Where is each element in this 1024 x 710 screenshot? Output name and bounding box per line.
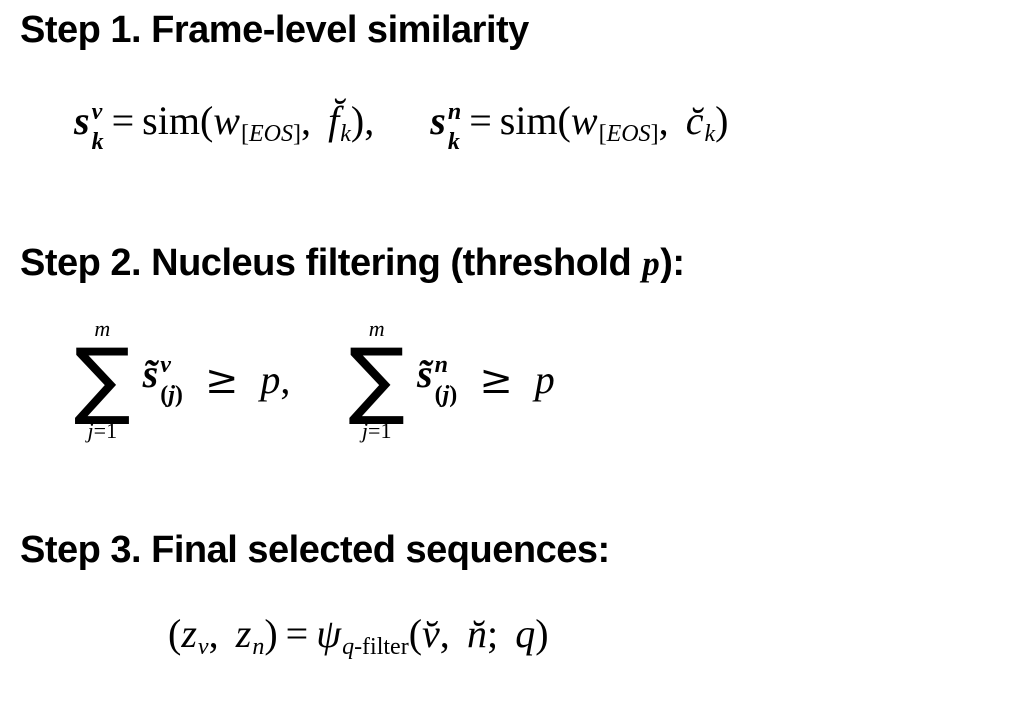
open-paren: ( [434, 381, 443, 408]
summation-1: m ∑ j=1 [74, 316, 131, 444]
q-variable: q [342, 634, 355, 661]
comma-separator: , [364, 97, 375, 143]
sim-operator: sim [499, 97, 558, 143]
comma: , [300, 97, 311, 143]
q-variable: q [515, 611, 536, 657]
sum-upper-limit: m [368, 315, 385, 341]
superscript-n: n [434, 351, 448, 378]
v-breve-variable: v̆ [422, 611, 440, 657]
w-variable: w [570, 97, 598, 143]
geq-sign: ≥ [204, 356, 239, 403]
index-variable: j [361, 418, 369, 444]
close-paren: ) [350, 97, 365, 143]
sigma-operator: ∑ [348, 329, 405, 428]
sum-upper-limit: m [94, 315, 111, 341]
open-paren: ( [408, 611, 423, 657]
index-value: =1 [368, 418, 392, 444]
s-tilde-n-term: s̃n(j) [417, 350, 457, 410]
subscript-k: k [340, 120, 351, 147]
step2-heading-text: Step 2. Nucleus filtering (threshold [20, 241, 642, 284]
z-variable: z [181, 611, 197, 657]
p-term: p, [260, 356, 290, 403]
s-variable: s [74, 97, 90, 143]
eos-text: EOS [606, 120, 651, 147]
f-breve-variable: f̆ [328, 97, 340, 143]
step2-heading-end: ): [660, 241, 685, 284]
close-paren: ) [715, 97, 729, 143]
summation-2: m ∑ j=1 [348, 316, 405, 444]
p-term: p [535, 356, 555, 403]
open-paren: ( [557, 97, 571, 143]
s-variable: s [430, 97, 446, 143]
open-paren: ( [199, 97, 214, 143]
w-variable: w [213, 97, 240, 143]
eos-subscript: [EOS] [599, 121, 659, 147]
close-paren: ) [174, 381, 183, 408]
open-paren: ( [168, 611, 182, 657]
j-variable: j [442, 381, 450, 408]
q-filter-subscript: q-filter [342, 634, 409, 660]
z-variable: z [235, 611, 252, 657]
close-paren: ) [264, 611, 278, 657]
geq-sign: ≥ [479, 356, 513, 403]
s-tilde-variable: s̃ [142, 350, 159, 396]
p-variable: p [534, 357, 555, 403]
eos-subscript: [EOS] [241, 121, 301, 147]
open-paren: ( [160, 381, 169, 408]
comma: , [280, 357, 291, 403]
step2-equation: m ∑ j=1 s̃v(j) ≥ p, m ∑ j=1 s̃n(j) ≥ p [74, 316, 1004, 444]
index-variable: j [87, 418, 94, 444]
equals-sign: = [111, 97, 135, 143]
comma: , [208, 611, 219, 657]
close-paren: ) [449, 381, 458, 408]
subscript-k: k [704, 120, 716, 147]
step1-heading: Step 1. Frame-level similarity [20, 9, 529, 51]
subscript-j: (j) [435, 380, 458, 410]
superscript-v: v [160, 351, 171, 378]
sum-lower-limit: j=1 [88, 418, 118, 443]
step2-heading: Step 2. Nucleus filtering (threshold p): [20, 241, 1004, 286]
subscript-n: n [252, 634, 265, 661]
open-bracket: [ [240, 120, 249, 147]
semicolon: ; [486, 611, 499, 657]
superscript-v: v [91, 98, 103, 125]
superscript-n: n [447, 98, 462, 125]
j-variable: j [168, 381, 175, 408]
index-value: =1 [93, 418, 118, 444]
sigma-operator: ∑ [74, 329, 131, 428]
comma: , [658, 97, 669, 143]
subscript-k: k [91, 128, 104, 155]
p-variable: p [260, 357, 281, 403]
s-tilde-v-term: s̃v(j) [143, 350, 183, 410]
subscript-j: (j) [160, 380, 183, 410]
equals-sign: = [285, 611, 309, 657]
s-tilde-variable: s̃ [416, 350, 433, 396]
sum-lower-limit: j=1 [362, 418, 392, 443]
step3-heading: Step 3. Final selected sequences: [20, 528, 610, 571]
equals-sign: = [469, 97, 492, 143]
step3-equation: (zv, zn)=ψq-filter(v̆, n̆; q) [168, 610, 1004, 661]
close-paren: ) [535, 611, 549, 657]
n-breve-variable: n̆ [466, 611, 487, 657]
filter-text: -filter [354, 634, 409, 661]
eos-text: EOS [248, 120, 293, 147]
c-breve-variable: c̆ [685, 97, 704, 143]
comma: , [439, 611, 450, 657]
close-bracket: ] [650, 120, 659, 147]
subscript-v: v [197, 634, 209, 661]
psi-function: ψ [316, 611, 342, 657]
subscript-k: k [447, 128, 460, 155]
sim-operator: sim [142, 97, 200, 143]
open-bracket: [ [598, 120, 607, 147]
s-scripts: n(j) [435, 350, 458, 410]
p-variable: p [642, 243, 660, 283]
s-scripts: v(j) [160, 350, 183, 410]
close-bracket: ] [292, 120, 301, 147]
